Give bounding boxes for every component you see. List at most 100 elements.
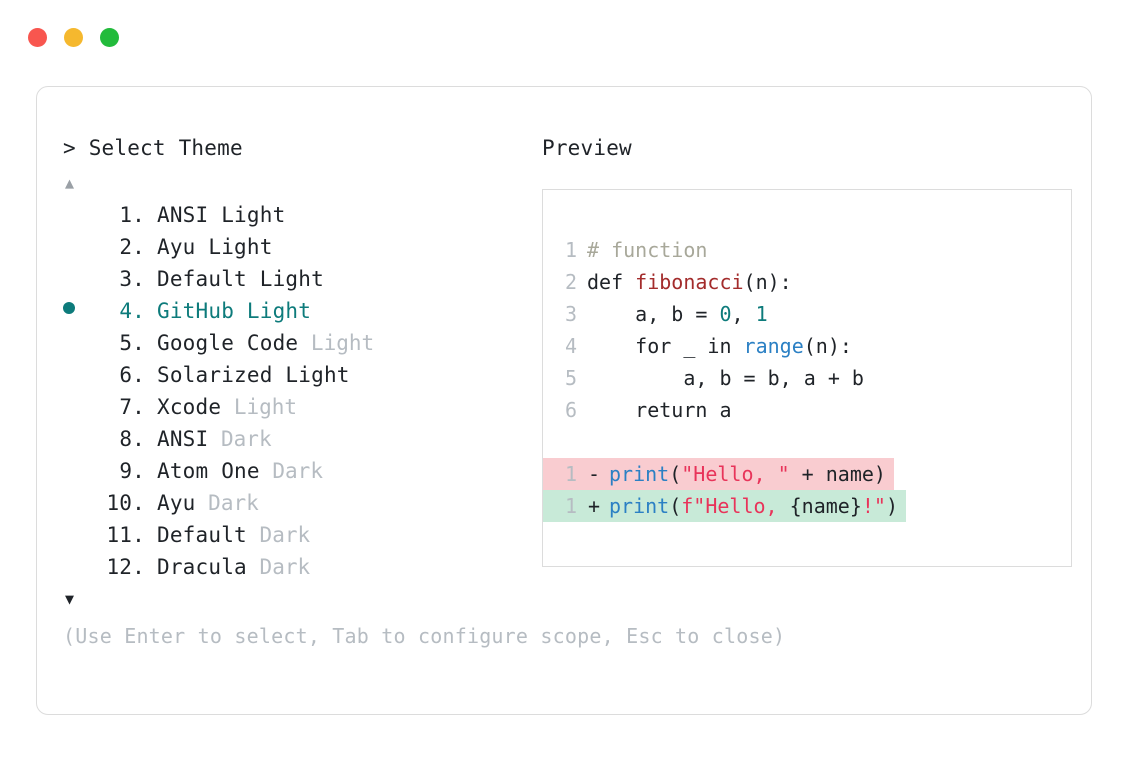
code-line: 5 a, b = b, a + b xyxy=(543,362,1071,394)
theme-list-item[interactable]: 3. Default Light xyxy=(63,263,523,295)
theme-item-name: Google Code xyxy=(157,331,299,355)
code-diff: 1-print("Hello, " + name)1+print(f"Hello… xyxy=(543,458,1071,522)
code-line-number: 6 xyxy=(564,398,577,422)
code-line-number: 1 xyxy=(564,462,577,486)
theme-item-number: 8. xyxy=(119,427,145,451)
code-line: 2 def fibonacci(n): xyxy=(543,266,1071,298)
keyboard-hint: (Use Enter to select, Tab to configure s… xyxy=(63,624,786,648)
code-token: 0 xyxy=(719,302,732,326)
code-line-number: 1 xyxy=(564,238,577,262)
theme-list-item[interactable]: 2. Ayu Light xyxy=(63,231,523,263)
scroll-down-indicator-icon[interactable]: ▼ xyxy=(65,590,75,608)
code-line-number: 5 xyxy=(564,366,577,390)
code-token: return a xyxy=(587,398,732,422)
theme-list-item[interactable]: 8.ANSI Dark xyxy=(63,423,523,455)
theme-item-name: Default Light xyxy=(157,267,324,291)
theme-list-item[interactable]: 5. Google Code Light xyxy=(63,327,523,359)
code-token: # function xyxy=(587,238,708,262)
theme-list-item[interactable]: 4. GitHub Light xyxy=(63,295,523,327)
theme-list-item[interactable]: 7. Xcode Light xyxy=(63,391,523,423)
theme-list-item[interactable]: 9.Atom One Dark xyxy=(63,455,523,487)
diff-added-line: 1 + print(f"Hello, {name}!") xyxy=(543,490,907,522)
theme-item-number: 10. xyxy=(106,491,145,515)
theme-item-variant: Light xyxy=(221,395,298,419)
preview-title: Preview xyxy=(542,136,632,160)
code-token: 1 xyxy=(755,302,768,326)
code-line-number: 3 xyxy=(564,302,577,326)
code-spacer xyxy=(543,426,1071,458)
code-token: + name) xyxy=(789,462,886,486)
theme-item-name: ANSI Light xyxy=(157,203,286,227)
diff-minus-icon: - xyxy=(587,462,601,486)
theme-item-number: 12. xyxy=(106,555,145,579)
code-line-content: def fibonacci(n): xyxy=(587,266,792,298)
prompt-header: > Select Theme xyxy=(63,133,523,163)
code-token: print xyxy=(609,494,670,518)
code-line-content: a, b = b, a + b xyxy=(587,362,864,394)
code-sample: 1 # function 2 def fibonacci(n): 3 a, b = 0,… xyxy=(543,234,1071,426)
theme-item-name: Atom One xyxy=(157,459,260,483)
code-line-number: 2 xyxy=(564,270,577,294)
close-window-button[interactable] xyxy=(28,28,47,47)
code-line: 1 # function xyxy=(543,234,1071,266)
code-line-content: a, b = 0, 1 xyxy=(587,298,768,330)
preview-panel: Preview 1 # function 2 def fibonacci(n): 3 a… xyxy=(542,133,1072,567)
theme-item-number: 3. xyxy=(119,267,145,291)
theme-item-number: 4. xyxy=(119,299,145,323)
theme-item-number: 7. xyxy=(119,395,145,419)
theme-item-number: 11. xyxy=(106,523,145,547)
code-line: 6 return a xyxy=(543,394,1071,426)
theme-selector-panel: > Select Theme ▲ 1.ANSI Light 2. Ayu Light… xyxy=(63,133,523,609)
theme-item-variant: Dark xyxy=(259,459,323,483)
code-token: def xyxy=(587,270,636,294)
theme-list-item[interactable]: 11.Default Dark xyxy=(63,519,523,551)
code-line-content: # function xyxy=(587,234,707,266)
code-line-number: 4 xyxy=(564,334,577,358)
diff-plus-icon: + xyxy=(587,494,601,518)
theme-item-name: GitHub Light xyxy=(157,299,312,323)
theme-item-variant: Dark xyxy=(208,427,272,451)
theme-item-name: Ayu Light xyxy=(157,235,273,259)
theme-list-item[interactable]: 6. Solarized Light xyxy=(63,359,523,391)
theme-list-item[interactable]: 12.Dracula Dark xyxy=(63,551,523,583)
theme-item-name: Solarized Light xyxy=(157,363,350,387)
code-line-content: print("Hello, " + name) xyxy=(609,458,886,490)
code-token: ) xyxy=(885,494,899,518)
code-line-content: print(f"Hello, {name}!") xyxy=(609,490,898,522)
code-token: for _ in xyxy=(587,334,744,358)
minimize-window-button[interactable] xyxy=(64,28,83,47)
code-token: ( xyxy=(669,462,682,486)
theme-item-variant: Dark xyxy=(195,491,259,515)
theme-item-name: Dracula xyxy=(157,555,247,579)
code-line-number: 1 xyxy=(564,494,577,518)
theme-item-number: 2. xyxy=(119,235,145,259)
code-token: (n): xyxy=(803,334,852,358)
code-token: print xyxy=(609,462,670,486)
maximize-window-button[interactable] xyxy=(100,28,119,47)
window-titlebar xyxy=(28,28,119,47)
diff-removed-line: 1-print("Hello, " + name) xyxy=(543,458,894,490)
theme-item-number: 5. xyxy=(119,331,145,355)
preview-code-box: 1 # function 2 def fibonacci(n): 3 a, b = 0,… xyxy=(542,189,1072,567)
theme-list-item[interactable]: 1.ANSI Light xyxy=(63,199,523,231)
code-token: (n): xyxy=(743,270,792,294)
page-title: Select Theme xyxy=(88,136,243,160)
theme-list-item[interactable]: 10. Ayu Dark xyxy=(63,487,523,519)
selection-bullet-cell xyxy=(63,295,93,327)
code-token: !" xyxy=(861,494,886,518)
scroll-up-indicator-icon[interactable]: ▲ xyxy=(65,174,75,192)
code-line-content: return a xyxy=(587,394,732,426)
theme-item-number: 6. xyxy=(119,363,145,387)
code-line: 4 for _ in range(n): xyxy=(543,330,1071,362)
code-token: a, b = xyxy=(587,302,720,326)
theme-item-variant: Light xyxy=(298,331,375,355)
code-token: a, b = b, a + b xyxy=(587,366,864,390)
theme-list: 1.ANSI Light 2. Ayu Light 3. Default Light 4.… xyxy=(63,199,523,583)
prompt-marker: > xyxy=(63,136,76,160)
code-line-content: for _ in range(n): xyxy=(587,330,852,362)
theme-item-name: Ayu xyxy=(157,491,196,515)
theme-picker-card: > Select Theme ▲ 1.ANSI Light 2. Ayu Light… xyxy=(36,86,1092,715)
theme-item-name: Xcode xyxy=(157,395,222,419)
code-token: f"Hello, xyxy=(681,494,790,518)
